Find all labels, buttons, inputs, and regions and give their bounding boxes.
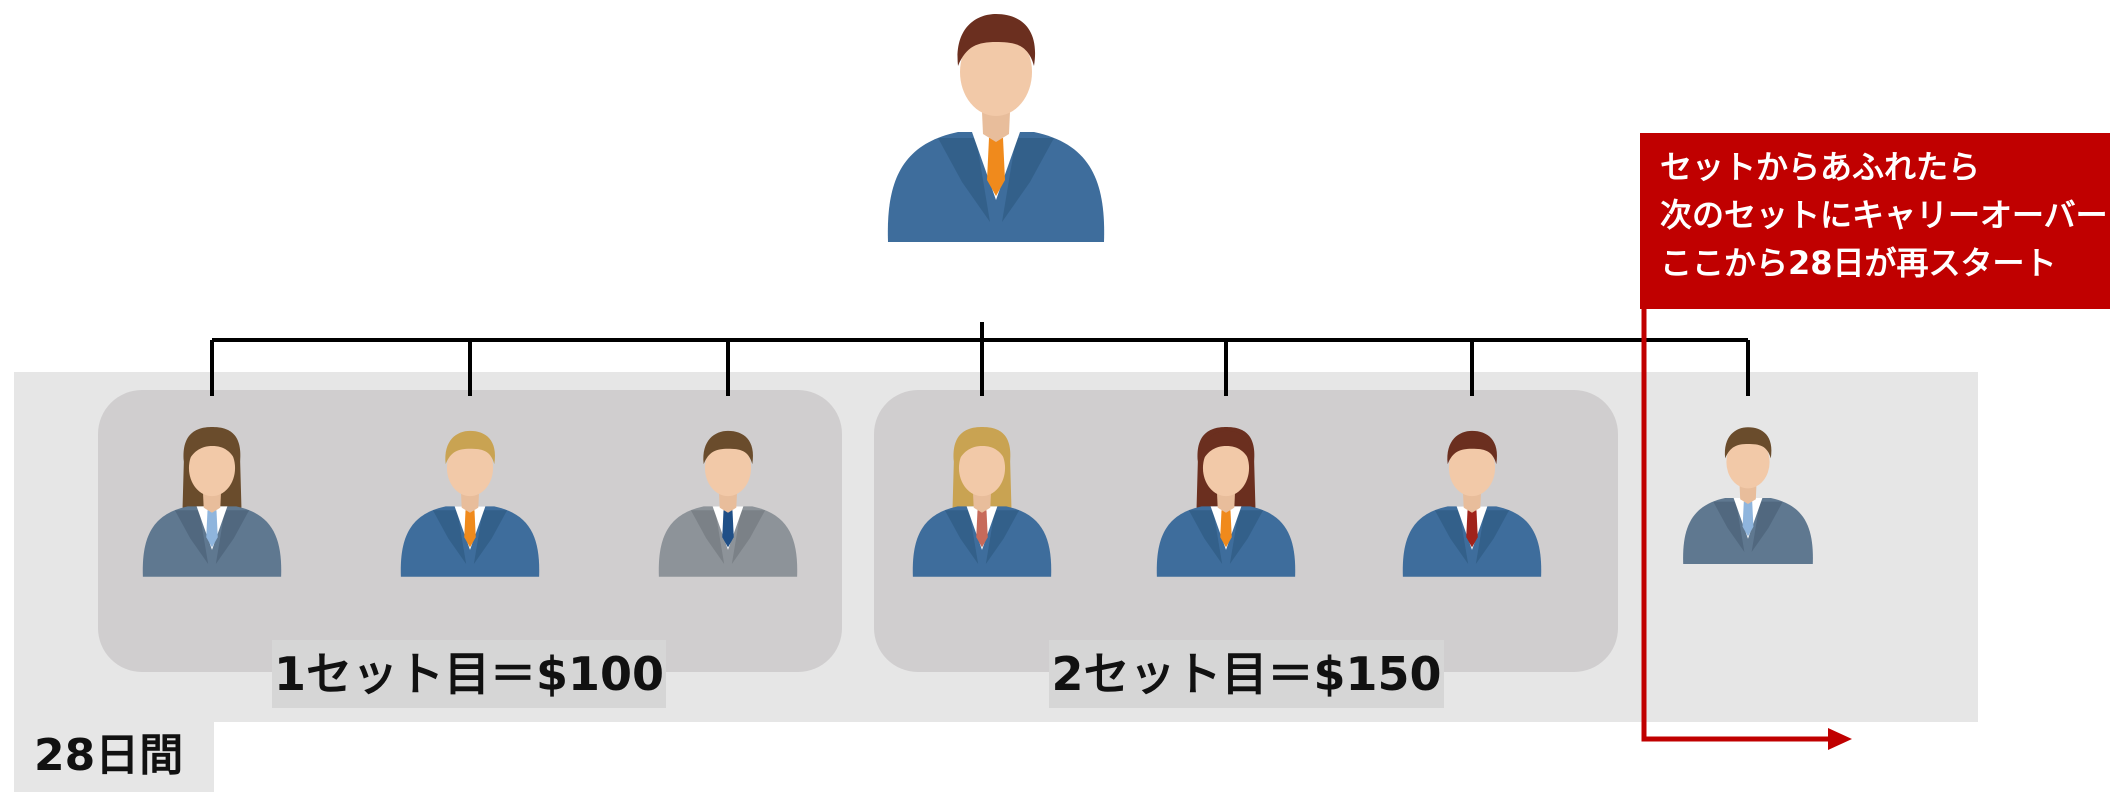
member-5-businesswoman-icon xyxy=(1156,427,1296,577)
set-label-1: 1セット目＝$100 xyxy=(272,640,666,708)
callout-line-3: ここから28日が再スタート xyxy=(1660,244,2057,282)
member-4-businesswoman-icon xyxy=(912,427,1052,577)
org-connectors xyxy=(210,322,1750,396)
member-7-businessman-icon xyxy=(1683,427,1813,564)
period-label: 28日間 xyxy=(14,722,214,792)
member-3-businessman-icon xyxy=(658,430,798,577)
member-2-businessman-icon xyxy=(400,430,540,577)
callout-line-2: 次のセットにキャリーオーバー xyxy=(1660,196,2108,234)
sponsor-businessman-icon xyxy=(887,14,1105,242)
set-label-2: 2セット目＝$150 xyxy=(1049,640,1444,708)
people-layer xyxy=(142,14,1813,577)
member-1-businesswoman-icon xyxy=(142,427,282,577)
member-6-businessman-icon xyxy=(1402,430,1542,577)
carryover-arrow xyxy=(1641,270,1852,750)
carryover-callout: セットからあふれたら 次のセットにキャリーオーバー ここから28日が再スタート xyxy=(1640,133,2110,309)
callout-line-1: セットからあふれたら xyxy=(1660,148,1981,186)
